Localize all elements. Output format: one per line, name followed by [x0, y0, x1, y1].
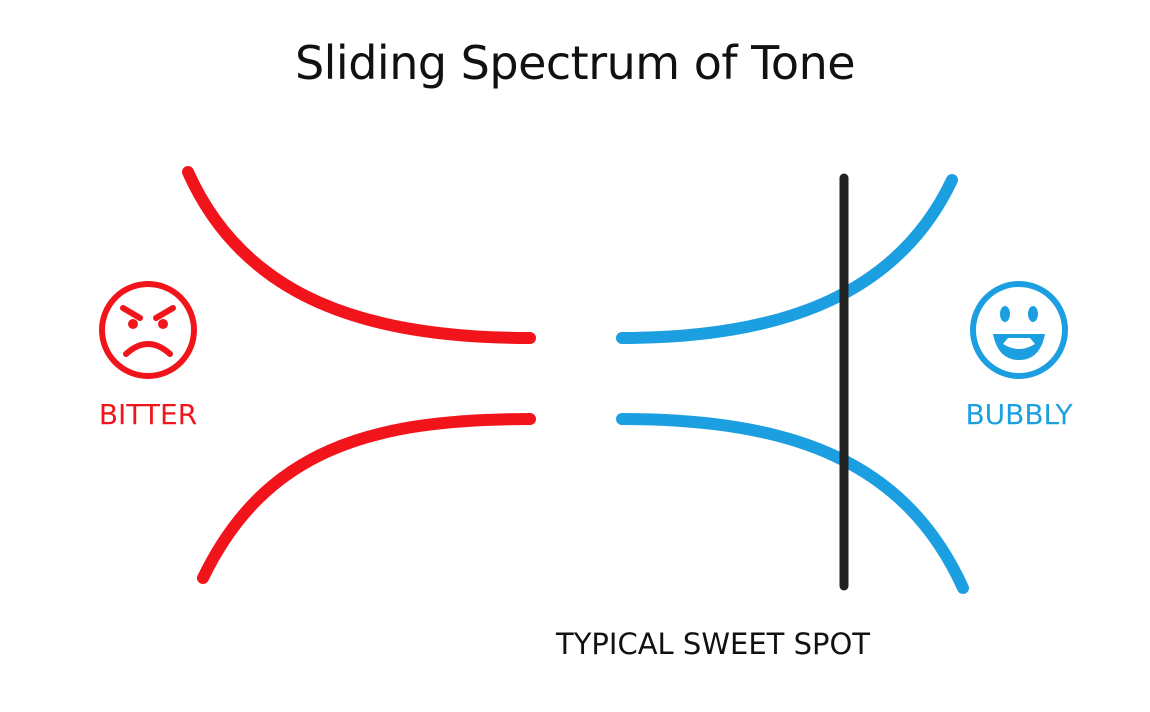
sweet-spot-label: TYPICAL SWEET SPOT: [555, 627, 871, 661]
bubbly-curves: [616, 174, 969, 594]
angry-face-icon: [99, 281, 197, 379]
bubbly-upper-curve: [616, 174, 958, 344]
bitter-label: BITTER: [98, 398, 198, 431]
diagram-title: Sliding Spectrum of Tone: [294, 36, 856, 90]
bubbly-lower-curve: [616, 413, 969, 594]
laughing-face-icon: [970, 281, 1068, 379]
bitter-lower-curve: [197, 413, 536, 584]
bubbly-label: BUBBLY: [965, 398, 1073, 431]
bitter-curves: [182, 166, 536, 584]
bitter-upper-curve: [182, 166, 536, 344]
